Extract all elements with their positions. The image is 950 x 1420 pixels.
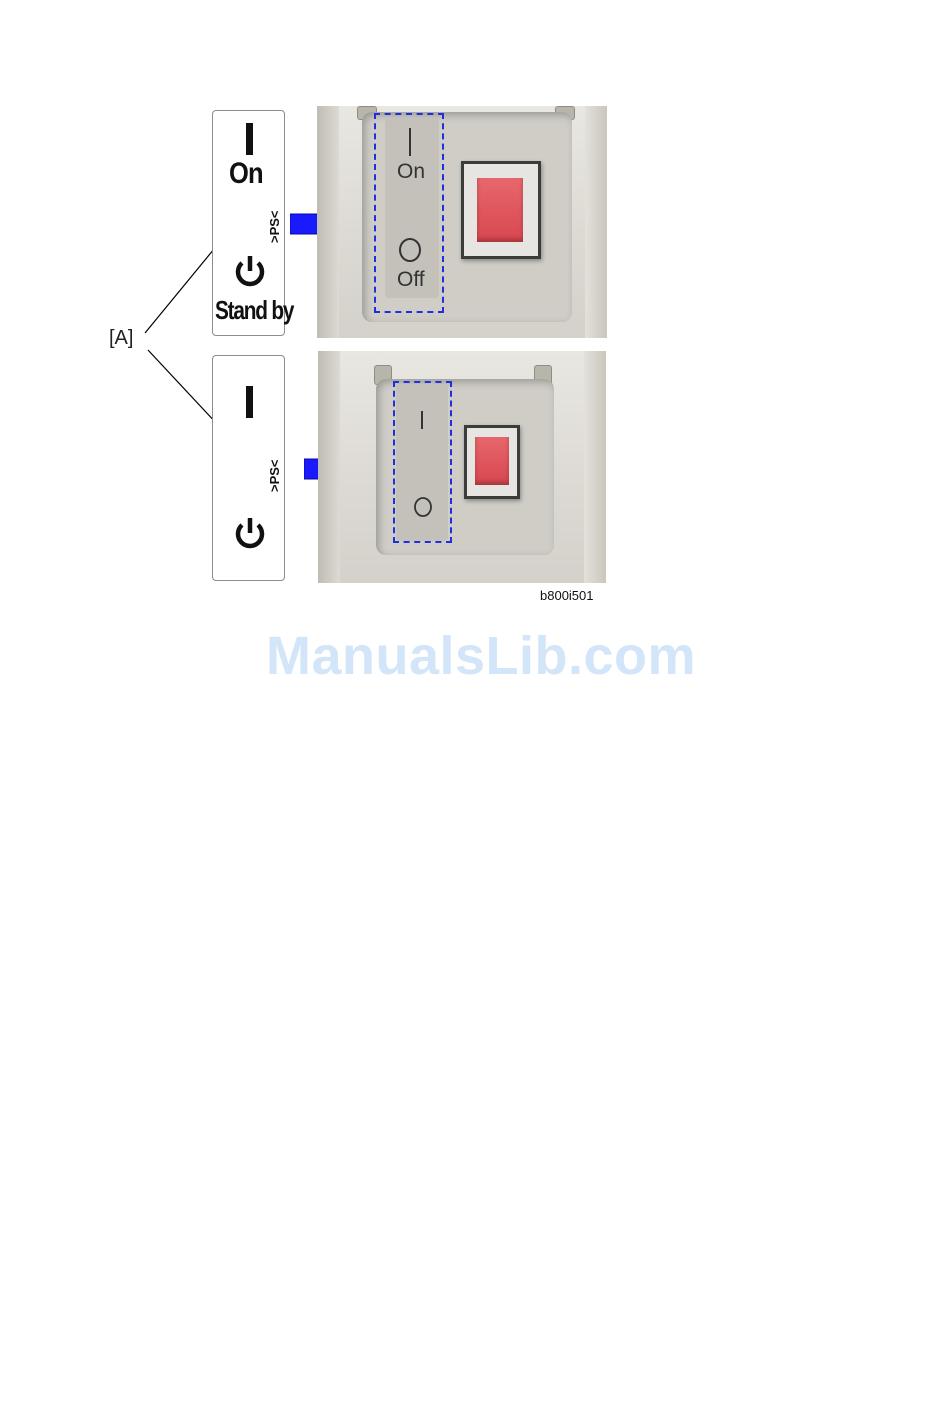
standby-power-icon [233, 516, 267, 552]
label-ps-mark: >PS< [267, 210, 282, 243]
photo-switch-top: On Off [317, 106, 607, 338]
callout-leader-lines [0, 0, 950, 700]
on-bar-icon [246, 386, 253, 418]
label-on-text: On [229, 157, 263, 191]
label-card-bottom: >PS< [212, 355, 285, 581]
label-card-top: On >PS< Stand by [212, 110, 285, 336]
photo-switch-bottom [318, 351, 606, 583]
watermark: ManualsLib.com [266, 625, 696, 687]
highlight-box-top [374, 113, 444, 313]
highlight-box-bottom [393, 381, 452, 543]
on-bar-icon [246, 123, 253, 155]
label-standby-text: Stand by [215, 295, 293, 326]
standby-power-icon [233, 254, 267, 290]
figure-id: b800i501 [540, 588, 594, 603]
label-ps-mark: >PS< [267, 459, 282, 492]
power-switch-rocker[interactable] [477, 178, 523, 242]
power-switch-rocker[interactable] [475, 437, 509, 485]
